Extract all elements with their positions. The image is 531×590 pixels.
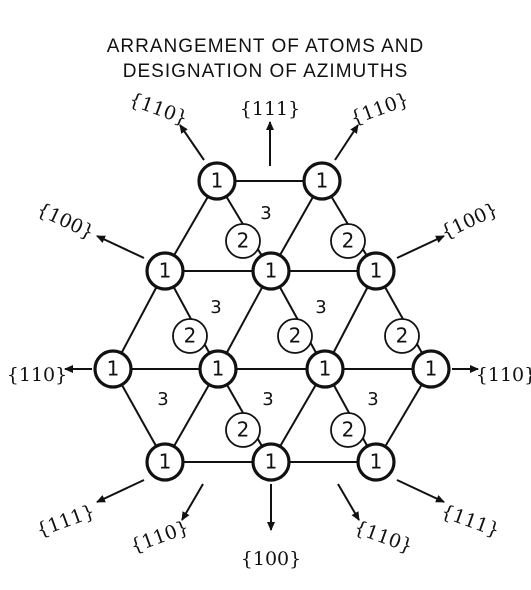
azimuth-label-lower-left: {111} xyxy=(33,500,97,541)
site-1-atoms: 1 1 1 1 1 1 1 1 1 1 1 1 xyxy=(93,161,451,482)
azimuth-arrow-bottom-right xyxy=(337,483,360,521)
azimuth-label-bottom: {100} xyxy=(241,548,301,570)
site-1-atom: 1 xyxy=(305,349,345,389)
azimuth-arrows: {111} {110} {110} {100} {100} {110} {110} {111}… xyxy=(7,88,531,570)
site-1-label: 1 xyxy=(212,357,225,381)
site-1-label: 1 xyxy=(159,259,172,283)
site-2-label: 2 xyxy=(184,324,197,348)
site-1-atom: 1 xyxy=(411,349,451,389)
azimuth-arrow-right-upper xyxy=(396,235,445,259)
site-2-label: 2 xyxy=(289,324,302,348)
site-1-label: 1 xyxy=(265,450,278,474)
site-1-atom: 1 xyxy=(302,161,342,201)
site-3-label: 3 xyxy=(315,297,326,318)
site-2-label: 2 xyxy=(396,324,409,348)
azimuth-arrow-upper-left xyxy=(179,124,205,161)
site-1-atom: 1 xyxy=(93,349,133,389)
azimuth-arrow-lower-right xyxy=(396,479,445,503)
site-1-label: 1 xyxy=(370,259,383,283)
site-2-atom: 2 xyxy=(172,318,208,354)
site-1-atom: 1 xyxy=(356,251,396,291)
site-1-label: 1 xyxy=(265,259,278,283)
azimuth-arrow-lower-left xyxy=(96,479,145,503)
azimuth-label-upper-right: {110} xyxy=(347,88,411,129)
site-1-label: 1 xyxy=(316,169,329,193)
site-1-label: 1 xyxy=(159,450,172,474)
site-3-label: 3 xyxy=(157,389,168,410)
site-2-atom: 2 xyxy=(225,412,261,448)
site-1-label: 1 xyxy=(319,357,332,381)
azimuth-arrow-bottom-left xyxy=(181,483,204,521)
site-2-atom: 2 xyxy=(225,223,261,259)
azimuth-arrow-left-upper xyxy=(96,235,145,259)
azimuth-label-lower-right: {111} xyxy=(438,500,502,541)
site-2-atoms: 2 2 2 2 2 2 2 xyxy=(172,223,420,448)
diagram-title-line-2: DESIGNATION OF AZIMUTHS xyxy=(122,61,409,82)
site-2-label: 2 xyxy=(237,418,250,442)
site-1-atom: 1 xyxy=(356,442,396,482)
azimuth-label-right-upper: {100} xyxy=(438,198,502,243)
site-1-atom: 1 xyxy=(251,251,291,291)
site-3-label: 3 xyxy=(260,203,271,224)
site-1-atom: 1 xyxy=(197,161,237,201)
site-1-atom: 1 xyxy=(145,251,185,291)
site-1-label: 1 xyxy=(107,357,120,381)
azimuth-label-upper-left: {110} xyxy=(126,88,190,129)
azimuth-arrow-upper-right xyxy=(334,124,359,161)
site-2-atom: 2 xyxy=(277,318,313,354)
azimuth-label-left: {110} xyxy=(7,364,67,386)
site-2-label: 2 xyxy=(237,229,250,253)
azimuth-label-bottom-right: {110} xyxy=(351,516,415,557)
bond-lines xyxy=(112,180,432,463)
site-1-atom: 1 xyxy=(251,442,291,482)
site-3-labels: 3 3 3 3 3 3 xyxy=(157,203,378,410)
azimuth-label-left-upper: {100} xyxy=(33,198,97,243)
site-2-atom: 2 xyxy=(330,412,366,448)
site-3-label: 3 xyxy=(367,389,378,410)
site-3-label: 3 xyxy=(262,389,273,410)
site-1-atom: 1 xyxy=(198,349,238,389)
site-1-label: 1 xyxy=(425,357,438,381)
site-3-label: 3 xyxy=(210,297,221,318)
azimuth-label-bottom-left: {110} xyxy=(127,516,191,557)
diagram-title-line-1: ARRANGEMENT OF ATOMS AND xyxy=(106,36,425,57)
site-2-atom: 2 xyxy=(384,318,420,354)
site-2-label: 2 xyxy=(342,418,355,442)
site-1-label: 1 xyxy=(370,450,383,474)
site-1-label: 1 xyxy=(211,169,224,193)
site-1-atom: 1 xyxy=(145,442,185,482)
azimuth-label-top: {111} xyxy=(240,98,300,120)
site-2-label: 2 xyxy=(342,229,355,253)
site-2-atom: 2 xyxy=(330,223,366,259)
azimuth-label-right: {110} xyxy=(476,364,531,386)
